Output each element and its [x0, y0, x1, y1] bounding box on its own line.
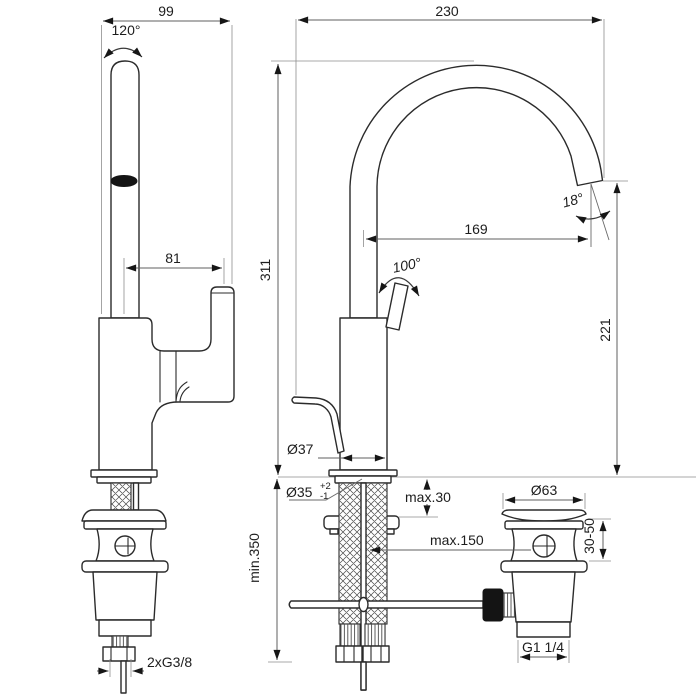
dimension-annotations: 99 120° 81 230 311 169 18° 100° 221 Ø37 … — [97, 3, 628, 677]
threaded-stub — [112, 636, 128, 647]
front-view — [288, 64, 604, 691]
dim-hole-diameter-label: Ø35 — [286, 484, 313, 500]
side-pop-up-rod — [132, 482, 140, 511]
side-body-and-handle — [98, 286, 235, 471]
hose-nut-left — [335, 645, 363, 663]
dim-swivel-angle-label: 120° — [112, 22, 141, 38]
waste-lower-flange — [81, 560, 169, 573]
handle-angle-arc — [378, 277, 420, 297]
dim-deck-max-label: max.30 — [405, 489, 451, 505]
hose-nut-right — [362, 645, 390, 663]
front-base-plate — [328, 469, 398, 477]
swivel-angle-arc — [103, 47, 143, 59]
dim-outlet-height-label: 221 — [597, 318, 613, 342]
dim-spout-reach-label: 169 — [464, 221, 488, 237]
supply-hose-left — [339, 483, 361, 624]
dim-outlet-angle-label: 18° — [560, 189, 585, 210]
dim-hose-min-label: min.350 — [246, 533, 262, 583]
front-spout — [349, 64, 604, 319]
dim-supply-thread-label: 2xG3/8 — [147, 654, 192, 670]
drain-valve-side-view — [81, 509, 169, 694]
dim-hole-tolerance-minus: -1 — [320, 491, 328, 502]
waste-plug-top — [81, 509, 167, 522]
waste-lever-rod — [288, 600, 484, 609]
outlet-angle-arc — [575, 210, 611, 224]
rod-joint-ball — [358, 596, 369, 613]
rod-adjuster-knob — [482, 588, 504, 622]
drain-valve-front-view — [482, 509, 588, 638]
dim-waste-thread-label: G1 1/4 — [522, 639, 564, 655]
dim-height-total-label: 311 — [257, 259, 273, 282]
side-base-plate — [90, 469, 158, 478]
dim-waste-flange-diameter-label: Ø63 — [531, 482, 558, 498]
lever-handle — [385, 282, 409, 331]
rod-end — [120, 660, 127, 694]
dim-hole-tolerance-plus: +2 — [320, 481, 331, 492]
dim-body-diameter-label: Ø37 — [287, 441, 314, 457]
waste-plug-top-front — [501, 509, 587, 522]
dim-handle-angle-label: 100° — [391, 254, 423, 276]
dim-rod-max-label: max.150 — [430, 532, 484, 548]
side-spout — [110, 60, 140, 319]
dim-width-top-label: 230 — [435, 3, 459, 19]
dim-clamp-range-label: 30-50 — [581, 518, 597, 554]
side-view — [81, 60, 235, 694]
front-body — [339, 317, 388, 471]
side-supply-hose — [111, 483, 131, 510]
supply-nut — [102, 646, 136, 662]
dim-depth-top-label: 99 — [158, 3, 174, 19]
aerator-outlet — [110, 175, 138, 187]
dim-spout-to-handle-label: 81 — [165, 250, 181, 266]
waste-thread-section — [516, 621, 571, 638]
pull-rod-hook — [291, 396, 345, 454]
